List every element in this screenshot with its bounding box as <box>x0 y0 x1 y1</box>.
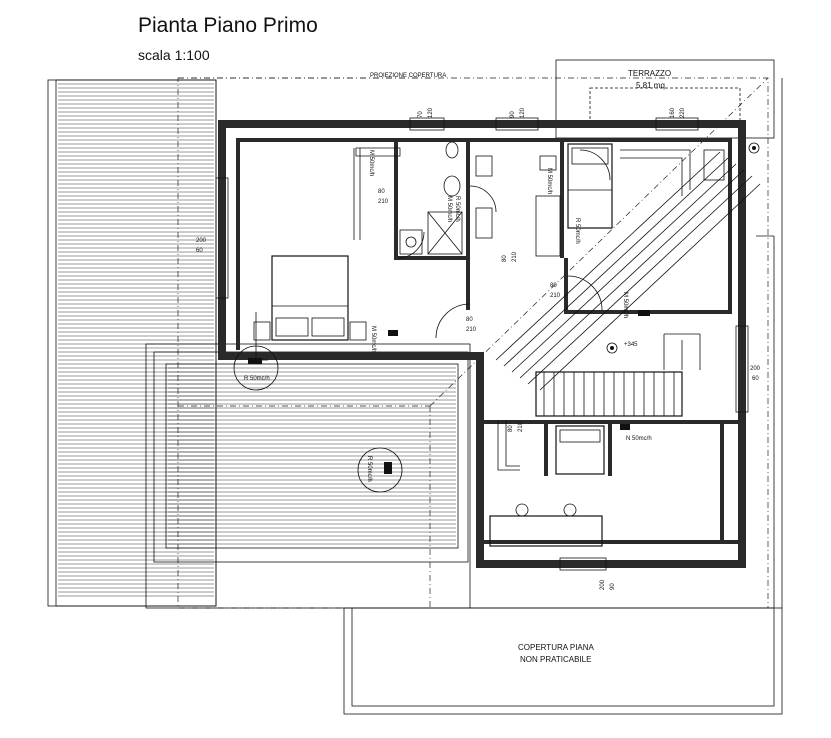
vent-flow-6: R 50mc/h <box>244 376 270 382</box>
staircase <box>535 333 701 417</box>
vent-flow-5: M 50mc/h <box>370 326 376 352</box>
ventilation-ducts <box>255 147 761 471</box>
interior-walls <box>236 138 738 544</box>
window-dim-1a: 70 <box>418 111 424 118</box>
vent-flow-7: M 50mc/h <box>622 292 628 318</box>
roof-projection-outline <box>177 77 769 609</box>
page-title: Pianta Piano Primo <box>138 14 318 37</box>
door-dim-3a: 80 <box>550 283 557 289</box>
single-bed <box>567 143 613 229</box>
terrace-name: TERRAZZO <box>628 69 671 78</box>
door-dim-2b: 210 <box>466 327 477 333</box>
vent-flow-10: M 50mc/h <box>446 196 452 222</box>
vent-flow-4: R 50mc/h <box>574 218 580 244</box>
vent-flow-3: M 50mc/h <box>546 168 552 194</box>
lower-roof-slope <box>145 343 471 609</box>
window-dim-4b: 60 <box>196 248 203 254</box>
door-dim-1a: 80 <box>378 189 385 195</box>
door-dim-2a: 80 <box>466 317 473 323</box>
vent-unit-circles <box>233 310 650 493</box>
window-dim-6a: 200 <box>600 579 606 590</box>
window-dim-5a: 200 <box>750 366 761 372</box>
door-dim-4a: 80 <box>502 255 508 262</box>
dining-table <box>489 503 603 547</box>
scale-label: scala 1:100 <box>138 47 210 63</box>
vent-flow-1: M 50mc/h <box>368 150 374 176</box>
window-dim-3a: 160 <box>670 107 676 118</box>
level-marker-icon <box>606 342 618 354</box>
flat-roof <box>343 78 783 715</box>
double-bed <box>253 255 367 341</box>
exterior-walls <box>215 117 749 571</box>
flat-roof-label-1: COPERTURA PIANA <box>518 643 595 652</box>
level-mark: +345 <box>624 342 638 348</box>
window-dim-4a: 200 <box>196 238 207 244</box>
door-dim-1b: 210 <box>378 199 389 205</box>
terrace-area: 5.81 mq <box>636 81 665 90</box>
door-dim-5a: 80 <box>508 425 514 432</box>
bathroom-fixtures <box>399 141 561 257</box>
flat-roof-label-2: NON PRATICABILE <box>520 655 591 664</box>
vent-flow-9: N 50mc/h <box>626 436 652 442</box>
door-dim-5b: 210 <box>518 421 524 432</box>
door-dim-4b: 210 <box>512 251 518 262</box>
window-dim-3b: 220 <box>680 107 686 118</box>
window-dim-1b: 120 <box>428 107 434 118</box>
window-dim-2b: 120 <box>520 107 526 118</box>
bottom-bed <box>555 425 605 475</box>
window-dim-2a: 90 <box>510 111 516 118</box>
window-dim-6b: 90 <box>610 583 616 590</box>
vent-flow-2: R 50mc/h <box>454 196 460 222</box>
roof-projection-label: PROIEZIONE COPERTURA <box>370 73 446 79</box>
door-swings <box>397 149 611 339</box>
door-dim-3b: 210 <box>550 293 561 299</box>
vent-flow-8: R 50mc/h <box>366 456 372 482</box>
window-dim-5b: 60 <box>752 376 759 382</box>
left-roof-slope <box>47 79 217 607</box>
